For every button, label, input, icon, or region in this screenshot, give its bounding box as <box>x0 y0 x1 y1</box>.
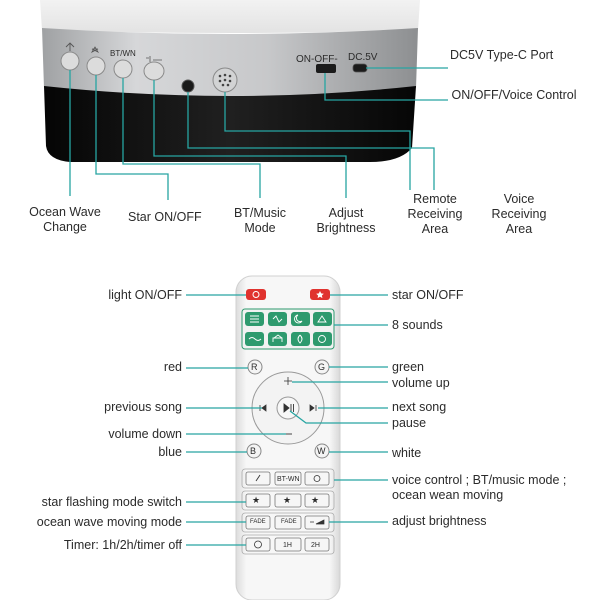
ocean-moving-toggle-button[interactable] <box>304 471 330 486</box>
star-icon <box>90 46 100 53</box>
label-star-flash: star flashing mode switch <box>41 495 182 509</box>
key-w: W <box>317 446 326 456</box>
star-flash-button-1[interactable] <box>245 493 271 508</box>
key-star-3: ★ <box>311 495 320 505</box>
key-b: B <box>250 446 257 456</box>
label-brightness: Adjust Brightness <box>316 206 376 235</box>
label-green: green <box>392 360 424 374</box>
label-remote-area: Remote Receiving Area <box>407 192 463 236</box>
label-pause: pause <box>392 416 427 430</box>
timer-2h-button[interactable] <box>304 537 330 552</box>
label-light-onoff: light ON/OFF <box>108 288 182 302</box>
key-fade-2: FADE <box>281 519 297 525</box>
device-leader-lines <box>69 67 448 200</box>
device-print-bt: BT/WN <box>110 49 136 58</box>
play-pause-icon <box>283 403 294 413</box>
key-2h: 2H <box>311 542 320 549</box>
label-port: DC5V Type-C Port <box>450 48 554 62</box>
label-red: red <box>163 360 182 374</box>
ocean-wave-icon <box>65 42 75 51</box>
mic-icon <box>255 474 261 482</box>
clock-icon <box>254 540 262 549</box>
key-star-2: ★ <box>283 495 292 505</box>
bt-music-button[interactable] <box>113 59 133 79</box>
device-base <box>44 86 416 162</box>
label-white: white <box>392 446 422 460</box>
label-star: Star ON/OFF <box>128 210 202 224</box>
next-icon[interactable] <box>309 404 317 412</box>
device-print-dc: DC.5V <box>348 52 378 63</box>
device-top <box>40 0 420 33</box>
label-8-sounds: 8 sounds <box>392 318 443 332</box>
brightness-icon <box>146 56 162 62</box>
target-icon <box>313 475 321 482</box>
remote-leader-lines <box>186 294 388 546</box>
star-flash-button-3[interactable] <box>304 493 330 508</box>
power-icon <box>252 291 260 298</box>
key-star-1: ★ <box>252 495 261 505</box>
sound-icons <box>248 314 327 344</box>
blue-button[interactable] <box>246 443 262 459</box>
brightness-adjust-button[interactable] <box>304 515 330 530</box>
label-volume-down: volume down <box>108 427 182 441</box>
device-band <box>42 28 418 97</box>
fade-button-2[interactable] <box>274 515 302 530</box>
type-c-port <box>352 63 368 73</box>
label-voice-bt-2: ocean wean moving <box>392 488 504 502</box>
label-previous-song: previous song <box>104 400 182 414</box>
remote <box>235 275 341 600</box>
brightness-icon <box>310 519 325 525</box>
label-onoff-voice: ON/OFF/Voice Control <box>451 88 577 102</box>
key-1h: 1H <box>283 542 292 549</box>
timer-1h-button[interactable] <box>274 537 302 552</box>
timer-off-button[interactable] <box>245 537 271 552</box>
label-volume-up: volume up <box>392 376 450 390</box>
label-next-song: next song <box>392 400 447 414</box>
key-r: R <box>251 362 258 372</box>
key-g: G <box>318 362 326 372</box>
device-print-onoff: ON-OFF- <box>296 54 338 65</box>
device <box>40 0 420 162</box>
red-button[interactable] <box>247 359 263 375</box>
key-bt-wn: BT-WN <box>277 476 300 483</box>
key-fade-1: FADE <box>250 519 266 525</box>
power-switch[interactable] <box>316 64 336 73</box>
label-ocean-moving: ocean wave moving mode <box>36 515 182 529</box>
label-voice-bt-1: voice control ; BT/music mode ; <box>392 473 567 487</box>
label-bt-music: BT/Music Mode <box>233 206 287 235</box>
label-timer: Timer: 1h/2h/timer off <box>63 538 182 552</box>
label-voice-area: Voice Receiving Area <box>491 192 547 236</box>
brightness-button[interactable] <box>143 56 165 81</box>
star-flash-button-2[interactable] <box>274 493 302 508</box>
label-star-onoff: star ON/OFF <box>392 288 464 302</box>
light-onoff-button[interactable] <box>246 289 266 300</box>
remote-receiver <box>181 79 195 93</box>
label-ocean-wave: Ocean Wave Change <box>29 205 101 234</box>
voice-mic <box>212 67 238 93</box>
white-button[interactable] <box>314 443 330 459</box>
label-adjust-brightness: adjust brightness <box>392 514 487 528</box>
bt-music-button[interactable] <box>274 471 302 486</box>
label-blue: blue <box>158 445 182 459</box>
star-icon <box>316 291 324 299</box>
